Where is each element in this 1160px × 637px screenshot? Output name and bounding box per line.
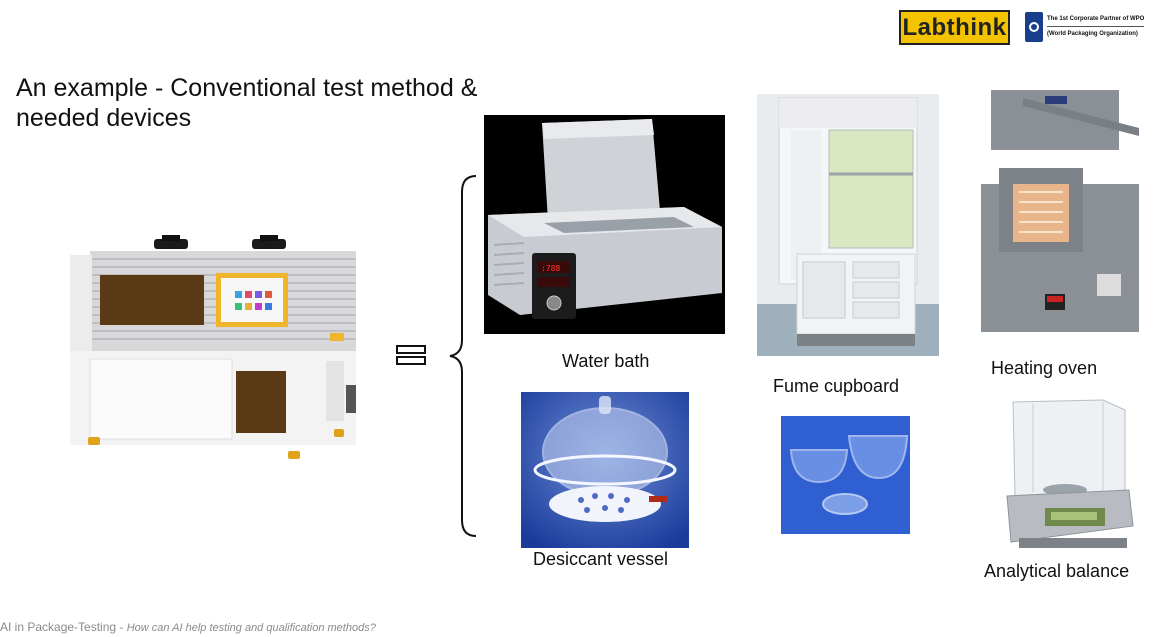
slide-footer: AI in Package-Testing - How can AI help … [0,620,376,634]
grouping-brace [449,175,477,537]
slide-title-line1: An example - Conventional test method & [16,74,478,102]
wpo-partner-line2: (World Packaging Organization) [1047,31,1138,37]
wpo-partner-badge: The 1st Corporate Partner of WPO (World … [1025,10,1153,44]
analytical-balance-image [1003,396,1136,556]
glass-dishes-image [781,416,910,534]
footer-main: AI in Package-Testing [0,620,117,634]
wpo-partner-line1: The 1st Corporate Partner of WPO [1047,15,1145,27]
heating-oven-image [979,88,1139,334]
wpo-seal-icon [1025,12,1043,42]
svg-text::788: :788 [541,264,560,273]
labthink-logo-text: Labthink [902,13,1007,41]
slide-title-line2: needed devices [16,104,192,132]
heating-oven-caption: Heating oven [991,358,1098,378]
wpo-partner-text: The 1st Corporate Partner of WPO (World … [1047,15,1145,39]
desiccant-vessel-image [521,392,689,548]
equivalent-icon [396,345,426,365]
slide-title: An example - Conventional test method & … [16,73,576,133]
footer-separator: - [116,620,127,634]
fume-cupboard-image [757,94,939,356]
water-bath-image: :788 [484,115,725,334]
fume-cupboard-caption: Fume cupboard [773,376,900,396]
labthink-logo: Labthink [899,10,1010,45]
footer-subtitle: How can AI help testing and qualificatio… [126,622,376,634]
desiccant-vessel-caption: Desiccant vessel [533,549,669,569]
analytical-balance-caption: Analytical balance [984,561,1130,581]
test-instrument-image [70,235,356,459]
water-bath-caption: Water bath [562,351,650,371]
